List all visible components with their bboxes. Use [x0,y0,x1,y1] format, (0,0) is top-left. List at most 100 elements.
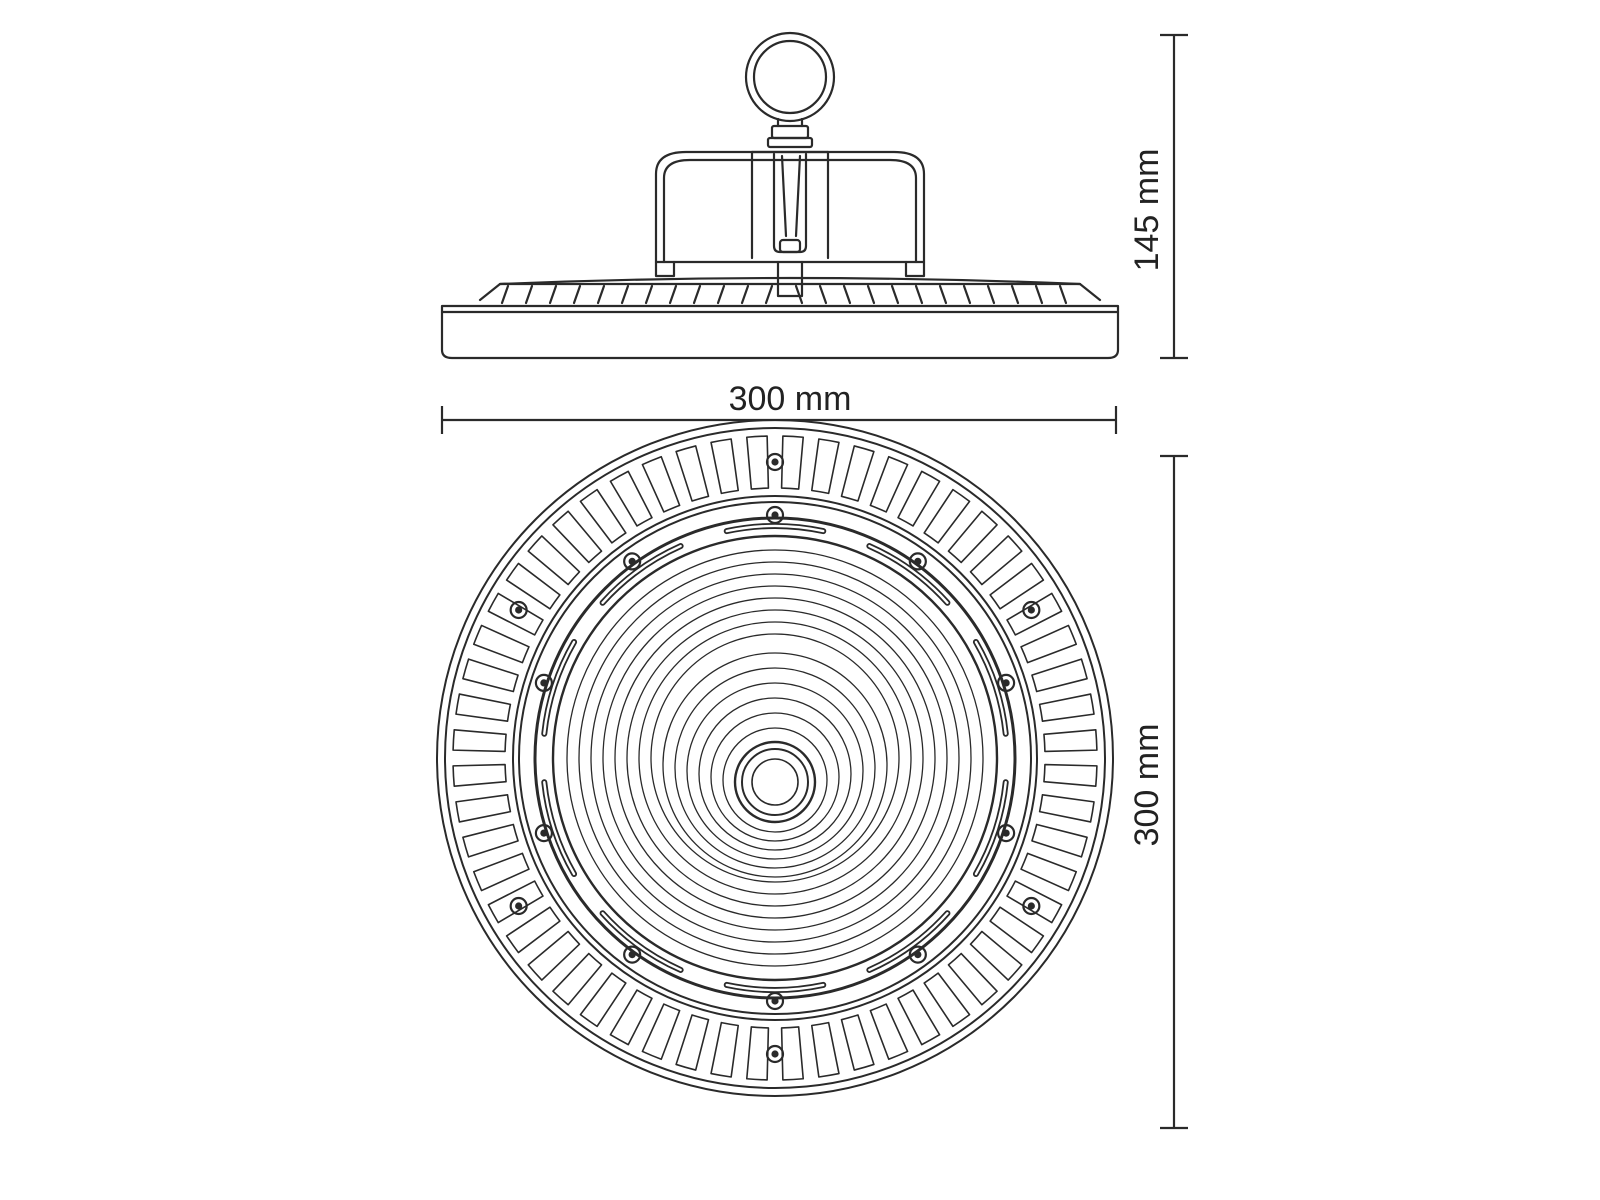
fin-cell [452,728,507,753]
fin-cell [609,470,653,527]
side-view [440,31,1120,360]
rim-screw-center [771,1050,779,1058]
lens-ring [650,633,900,883]
bezel-inner [533,516,1017,1000]
fin-cell [609,989,653,1046]
bezel-slot-highlight [725,524,825,533]
bottom-view [436,419,1114,1097]
bezel-slot-highlight [543,640,576,735]
bezel-slot-highlight [601,912,682,972]
fin-cell [1038,693,1095,723]
fin-cell [710,438,740,495]
rim-screw-center [1027,606,1035,614]
bezel-slot-highlight [868,912,949,972]
bezel-slot-highlight [868,544,949,604]
fin-cell [1031,658,1088,693]
hanging-ring [744,31,836,149]
bezel-screw-center [914,950,922,959]
fin-line [692,284,702,305]
bezel-screw-center [540,679,548,687]
rim-screw [765,1044,785,1064]
fin-cell [527,535,581,586]
fin-cell [487,880,544,924]
fin-cell [462,658,519,693]
fin-cell [969,930,1023,981]
fin-line [962,284,972,305]
fin-cell [1006,880,1063,924]
rim-screw-center [515,902,523,910]
outer-rim [436,419,1114,1097]
bezel-slot-highlight [725,983,825,992]
fin-cell [745,435,770,490]
driver-housing [654,150,926,298]
fin-line [1058,284,1068,305]
fin-line [1034,284,1044,305]
bezel-screw-center [628,557,636,566]
bezel-screw [908,552,927,571]
fin-cell [780,435,805,490]
bezel-slot-highlight [601,544,682,604]
fin-cell [780,1026,805,1081]
lens-ring [566,549,984,967]
fin-line [620,284,630,305]
fin-line [866,284,876,305]
fin-cell [579,488,627,544]
fin-line [914,284,924,305]
bezel-slot [866,910,951,973]
fin-cell [897,470,941,527]
fin-cell [923,972,971,1028]
fin-cell [869,455,909,513]
fin-line [572,284,582,305]
lens-ring [674,667,876,869]
bezel-screw-center [771,997,779,1005]
fin-line [764,284,774,305]
fin-ring-inner-edge [512,495,1038,1021]
fin-cells [452,435,1098,1081]
fin-cell [969,535,1023,586]
lens-ring [602,585,948,931]
fin-cell [641,455,681,513]
bezel-slot-highlight [974,640,1007,735]
fin-cell [472,624,530,664]
lens-ring [626,609,924,907]
fin-line [890,284,900,305]
fin-cell [989,562,1045,610]
fin-cell [505,562,561,610]
rim-screw [765,452,785,472]
fin-cell [552,510,603,564]
bezel-screw [534,823,553,843]
fin-line [842,284,852,305]
bezel-screw [997,823,1016,843]
rim-screw-center [1027,902,1035,910]
fin-cell [897,989,941,1046]
bezel-screw-center [771,511,779,519]
fin-cell [452,763,507,788]
fin-cell [455,693,512,723]
fin-cell [1020,852,1078,892]
height-dimension-label: 145 mm [1128,149,1166,272]
rim-screw-center [515,606,523,614]
lens-ring [662,652,888,878]
fin-line [524,284,534,305]
lens-ring [710,712,840,842]
fin-cell [810,1021,840,1078]
bezel-slot [599,910,684,973]
fin-cell [675,445,710,502]
fin-cell [947,952,998,1006]
fin-cell [810,438,840,495]
fin-line [716,284,726,305]
bezel-lip [551,534,999,982]
fin-cell [989,906,1045,954]
fin-cell [1006,592,1063,636]
fin-cell [1031,823,1088,858]
heatsink-fins [478,276,1102,305]
rim-screw [509,600,528,620]
bezel-screw [534,673,553,693]
rim-screws [509,452,1041,1064]
fin-line [668,284,678,305]
lens-ring [590,573,960,943]
bezel-slots [541,523,1009,993]
bezel-screw-center [540,829,548,837]
fin-cell [472,852,530,892]
